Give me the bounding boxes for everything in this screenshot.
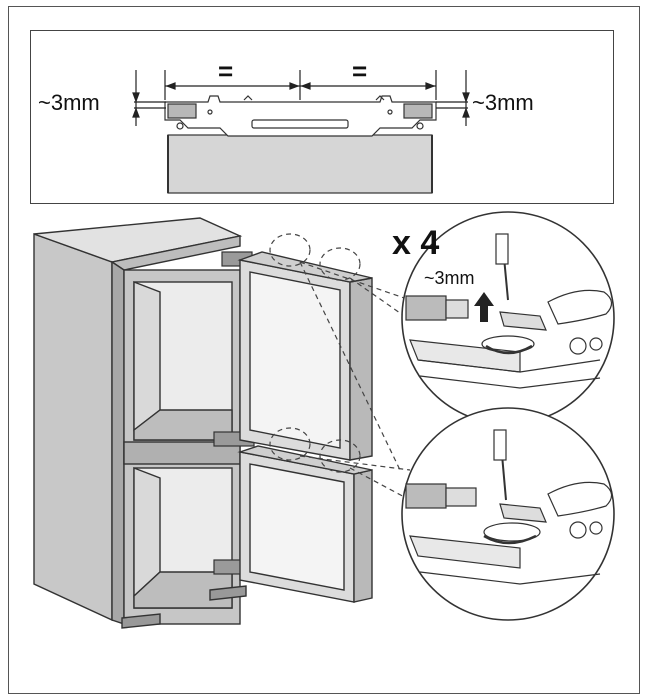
equal-sign-left: = xyxy=(218,56,234,86)
upper-door xyxy=(237,251,373,461)
inset-bracket xyxy=(164,95,437,137)
lift-arrow xyxy=(474,292,494,322)
lift-amount-label: ~3mm xyxy=(424,268,475,288)
figure-frame xyxy=(8,6,640,694)
left-gap-label: ~3mm xyxy=(38,90,100,115)
right-gap-label: ~3mm xyxy=(472,90,534,115)
equal-sign-right: = xyxy=(352,56,368,86)
inset-dimensions xyxy=(132,70,470,126)
detail-bottom-content xyxy=(405,429,613,585)
detail-top-content xyxy=(405,233,613,389)
fridge-cabinet xyxy=(33,217,247,629)
inset-cabinet xyxy=(167,134,433,194)
callout-markers xyxy=(269,233,411,501)
multiplier-label: x 4 xyxy=(392,224,440,262)
